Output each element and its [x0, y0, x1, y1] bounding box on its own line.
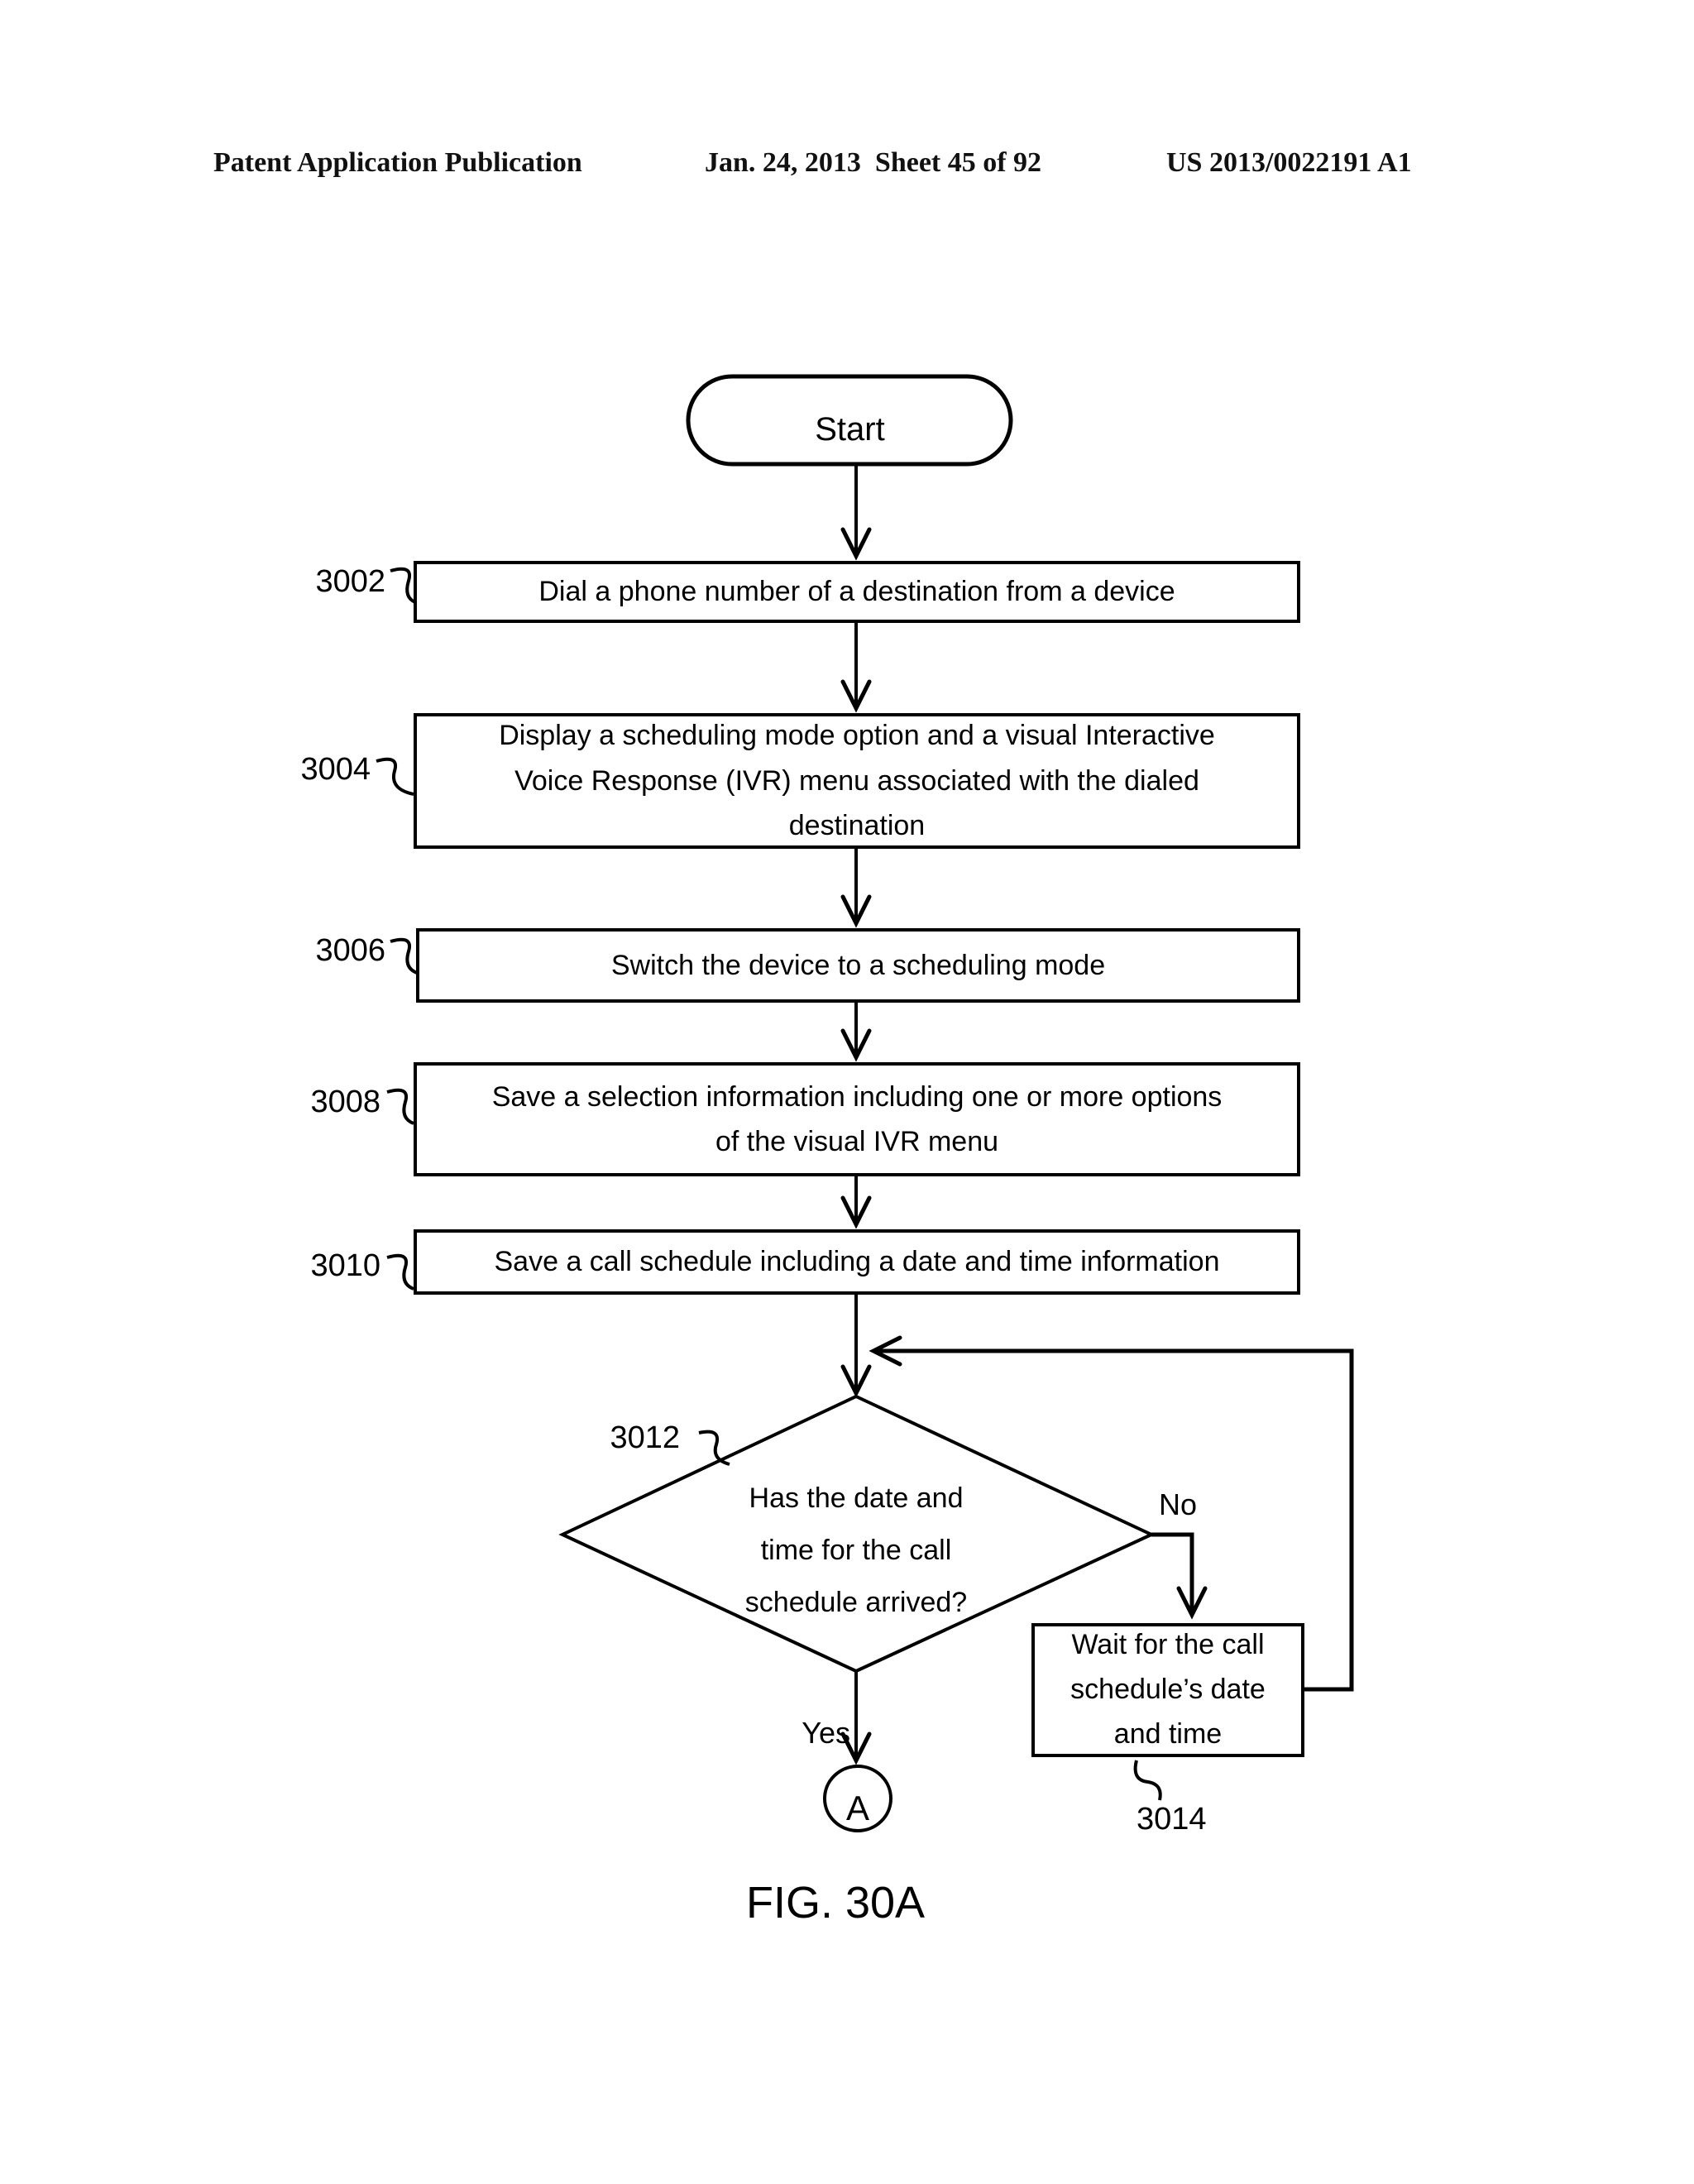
decision-text: Has the date and time for the call sched…: [744, 1482, 968, 1618]
ref-squiggle-3014: [1133, 1760, 1162, 1801]
ref-label-3004: 3004: [300, 752, 371, 787]
no-branch-line: [1151, 1532, 1208, 1620]
ref-squiggle-3006: [390, 937, 418, 975]
no-label: No: [1158, 1487, 1198, 1521]
ref-label-3006: 3006: [315, 933, 385, 968]
ref-label-3012: 3012: [610, 1420, 680, 1455]
ref-squiggle-3002: [390, 567, 416, 604]
ref-squiggle-3012: [698, 1430, 730, 1466]
header-publication-text: Patent Application Publication: [213, 147, 582, 178]
header-date-sheet-text: Jan. 24, 2013 Sheet 45 of 92: [705, 147, 1042, 178]
step-box-3008: Save a selection information including o…: [414, 1062, 1300, 1176]
yes-label: Yes: [802, 1716, 850, 1750]
wait-box-3014: Wait for the call schedule’s date and ti…: [1031, 1623, 1304, 1757]
connector-a-label: A: [845, 1789, 869, 1827]
step-box-3010: Save a call schedule including a date an…: [414, 1229, 1300, 1295]
feedback-loop-line: [869, 1335, 1354, 1692]
header-patent-number-text: US 2013/0022191 A1: [1166, 147, 1412, 178]
ref-squiggle-3010: [386, 1253, 414, 1291]
ref-squiggle-3004: [376, 757, 414, 796]
ref-label-3010: 3010: [310, 1248, 380, 1283]
ref-squiggle-3008: [386, 1088, 414, 1125]
ref-label-3002: 3002: [315, 564, 385, 599]
start-terminal-shape: [686, 374, 1013, 467]
step-box-3006: Switch the device to a scheduling mode: [416, 928, 1300, 1003]
figure-caption: FIG. 30A: [745, 1878, 926, 1928]
step-box-3004: Display a scheduling mode option and a v…: [414, 713, 1300, 849]
start-terminal-label: Start: [815, 411, 885, 448]
step-box-3002: Dial a phone number of a destination fro…: [414, 561, 1300, 623]
ref-label-3008: 3008: [310, 1085, 380, 1119]
connector-a-circle: [823, 1765, 892, 1832]
ref-label-3014: 3014: [1137, 1802, 1207, 1837]
